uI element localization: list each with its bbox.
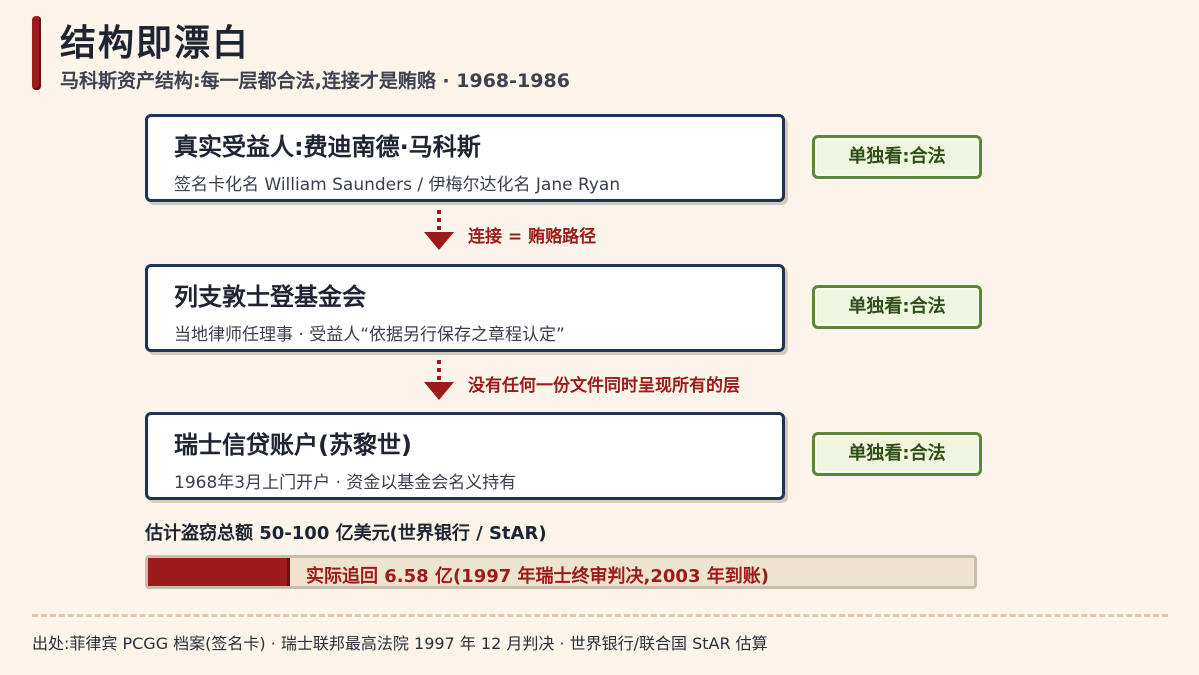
recovery-bar: 实际追回 6.58 亿(1997 年瑞士终审判决,2003 年到账)	[145, 555, 977, 589]
layer-name: 列支敦士登基金会	[174, 283, 366, 311]
layer-desc: 签名卡化名 William Saunders / 伊梅尔达化名 Jane Rya…	[174, 175, 621, 195]
legal-badge: 单独看:合法	[812, 432, 982, 476]
source-footer: 出处:菲律宾 PCGG 档案(签名卡) · 瑞士联邦最高法院 1997 年 12…	[32, 634, 768, 653]
arrow-down-icon	[424, 382, 454, 400]
layer-foundation: 列支敦士登基金会 当地律师任理事 · 受益人“依据另行保存之章程认定”	[145, 264, 785, 352]
legal-badge: 单独看:合法	[812, 285, 982, 329]
connector-dash	[437, 210, 441, 234]
footer-divider	[32, 614, 1168, 617]
connector-dash	[437, 360, 441, 384]
page-subtitle: 马科斯资产结构:每一层都合法,连接才是贿赂 · 1968-1986	[60, 70, 570, 92]
arrow-down-icon	[424, 232, 454, 250]
legal-badge: 单独看:合法	[812, 135, 982, 179]
connector-label: 连接 = 贿赂路径	[468, 227, 597, 247]
layer-desc: 1968年3月上门开户 · 资金以基金会名义持有	[174, 473, 517, 493]
connector-label: 没有任何一份文件同时呈现所有的层	[468, 376, 740, 396]
estimate-label: 估计盗窃总额 50-100 亿美元(世界银行 / StAR)	[145, 523, 547, 544]
layer-beneficiary: 真实受益人:费迪南德·马科斯 签名卡化名 William Saunders / …	[145, 114, 785, 202]
recovery-bar-fill	[148, 558, 291, 586]
layer-desc: 当地律师任理事 · 受益人“依据另行保存之章程认定”	[174, 325, 565, 345]
page-title: 结构即漂白	[60, 23, 251, 64]
layer-bank-account: 瑞士信贷账户(苏黎世) 1968年3月上门开户 · 资金以基金会名义持有	[145, 412, 785, 500]
layer-name: 真实受益人:费迪南德·马科斯	[174, 133, 481, 161]
title-accent-bar	[32, 16, 41, 90]
recovery-label: 实际追回 6.58 亿(1997 年瑞士终审判决,2003 年到账)	[306, 566, 769, 587]
layer-name: 瑞士信贷账户(苏黎世)	[174, 431, 412, 459]
